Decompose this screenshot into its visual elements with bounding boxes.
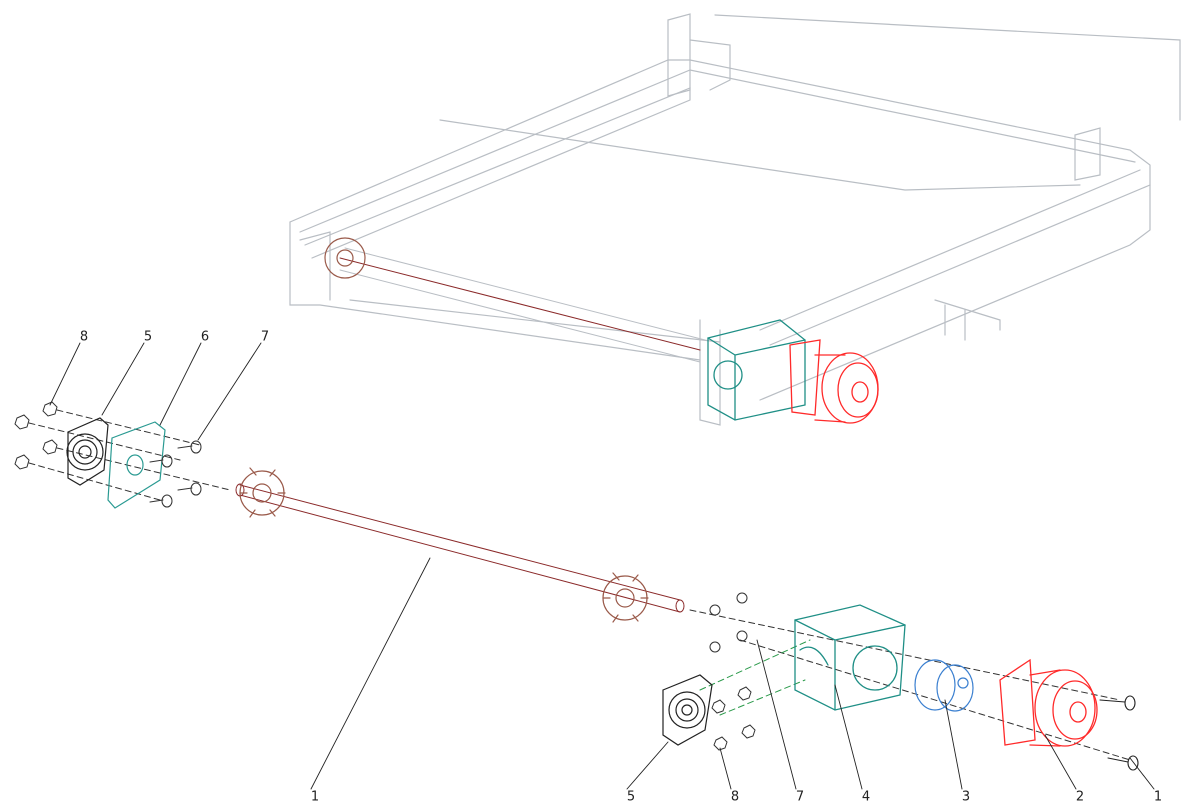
- callout-leader-line: [197, 342, 262, 441]
- assembled-gearbox-housing: [707, 319, 806, 421]
- callout-leader-line: [719, 747, 732, 790]
- callout-label-1: 1: [310, 789, 320, 805]
- callout-leader-line: [626, 741, 669, 790]
- callout-leader-line: [1044, 734, 1077, 790]
- callout-label-3: 3: [961, 789, 971, 805]
- conveyor-frame: [289, 13, 1181, 426]
- callout-leader-line: [1129, 757, 1155, 790]
- callout-leader-line: [49, 342, 81, 406]
- assembled-shaft: [339, 247, 706, 363]
- callout-label-4: 4: [861, 789, 871, 805]
- bolts-right: [709, 592, 756, 751]
- coupling: [914, 659, 974, 712]
- callout-label-2: 2: [1075, 789, 1085, 805]
- gear-motor: [999, 658, 1098, 747]
- flange-bearing-right: [662, 674, 713, 746]
- flange-bearing-left: [66, 417, 109, 486]
- callout-leader-line: [756, 639, 797, 790]
- callout-leader-line: [310, 557, 431, 790]
- callout-leader-line: [834, 684, 863, 790]
- callout-label-7: 7: [795, 789, 805, 805]
- sprocket-right: [602, 572, 649, 623]
- callout-label-5: 5: [143, 329, 153, 345]
- exploded-right-group: [662, 592, 1139, 771]
- callout-label-5: 5: [626, 789, 636, 805]
- assembled-motor: [789, 339, 879, 424]
- callout-label-8: 8: [730, 789, 740, 805]
- exploded-left-group: [14, 401, 231, 509]
- callout-label-1: 1: [1153, 789, 1163, 805]
- sprocket-left: [239, 467, 286, 518]
- callout-leader-line: [101, 342, 145, 416]
- motor-bolts: [1099, 695, 1139, 771]
- assembled-sprocket-left: [324, 237, 366, 279]
- callout-label-7: 7: [260, 329, 270, 345]
- nuts-left: [14, 401, 58, 470]
- callout-label-8: 8: [79, 329, 89, 345]
- mounting-plate: [107, 421, 166, 509]
- bolts-left: [149, 440, 202, 508]
- exploded-shaft: [235, 483, 685, 613]
- callout-leader-line: [944, 699, 963, 790]
- gearbox-housing: [794, 604, 906, 711]
- callout-leader-line: [159, 342, 202, 426]
- callout-label-6: 6: [200, 329, 210, 345]
- callout-leaders: [49, 342, 1155, 790]
- centerlines-left: [28, 409, 231, 501]
